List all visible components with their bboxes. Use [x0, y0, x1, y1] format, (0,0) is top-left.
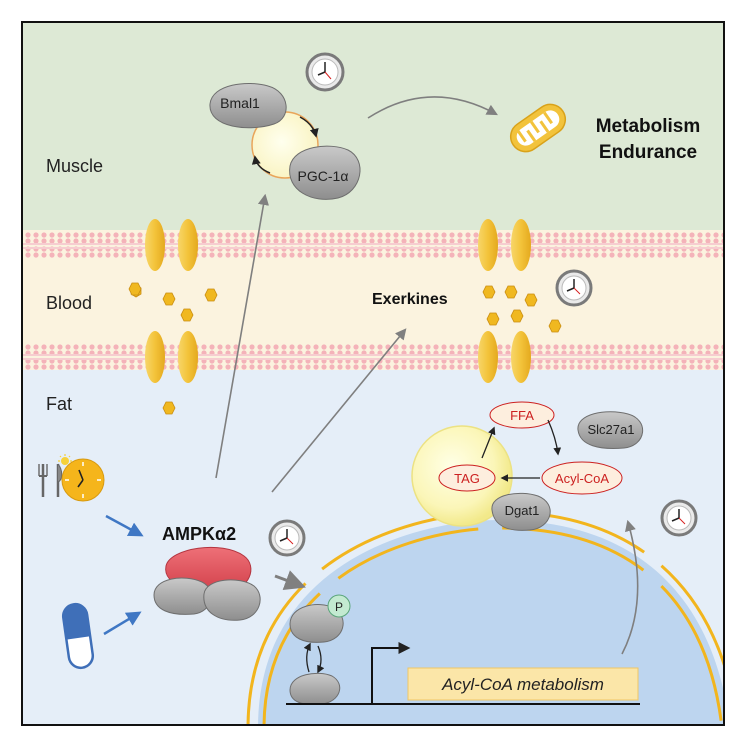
muscle-membrane: [22, 232, 724, 260]
clock-icon: [268, 519, 306, 557]
phosphorylated-protein: P: [289, 594, 351, 643]
slc27a1-label: Slc27a1: [588, 422, 635, 437]
shuttle-arrows: [303, 642, 325, 674]
outcome-endurance: Endurance: [599, 142, 697, 163]
pgc1a-protein: PGC-1α: [289, 145, 361, 200]
pgc1a-label: PGC-1α: [298, 168, 349, 184]
fat-label: Fat: [46, 394, 72, 414]
muscle-region: [22, 22, 724, 230]
nuclear-protein: [289, 672, 341, 705]
outcome-metabolism: Metabolism: [596, 116, 701, 137]
pathway-arrows: [215, 96, 639, 655]
phospho-label: P: [335, 600, 343, 614]
tag-label: TAG: [454, 471, 480, 486]
drug-to-ampk-arrow: [103, 611, 142, 636]
dgat1-protein: Dgat1: [491, 492, 551, 531]
acyl-coa-label: Acyl-CoA: [555, 471, 610, 486]
clock-icon: [555, 269, 593, 307]
tag-node: TAG: [438, 464, 496, 492]
feeding-to-ampk-arrow: [105, 514, 144, 537]
fat-membrane: [22, 343, 724, 371]
muscle-label: Muscle: [46, 156, 103, 176]
blood-label: Blood: [46, 293, 92, 313]
dgat1-label: Dgat1: [505, 503, 540, 518]
exerkine-molecules: [128, 282, 562, 415]
diagram-frame: [21, 21, 725, 726]
slc27a1-protein: Slc27a1: [577, 411, 644, 449]
drug-capsule-icon: [61, 602, 95, 670]
membrane-channels: [145, 219, 531, 383]
bmal1-label: Bmal1: [220, 95, 260, 111]
gene-box-label: Acyl-CoA metabolism: [441, 675, 604, 694]
ffa-node: FFA: [489, 401, 555, 429]
clock-icon: [660, 499, 698, 537]
clock-icon: [305, 52, 345, 92]
ffa-label: FFA: [510, 408, 534, 423]
ampk-complex: [153, 546, 261, 621]
feeding-clock-icon: [38, 454, 105, 502]
metabolism-arrows: [481, 419, 562, 482]
acyl-coa-node: Acyl-CoA: [541, 461, 623, 495]
bmal1-protein: Bmal1: [209, 83, 287, 129]
ampk-label: AMPKα2: [162, 524, 236, 544]
gene-box: Acyl-CoA metabolism: [407, 667, 639, 701]
exerkines-label: Exerkines: [372, 291, 448, 308]
promoter-arrow: [371, 642, 411, 704]
mitochondrion-icon: [509, 103, 567, 153]
